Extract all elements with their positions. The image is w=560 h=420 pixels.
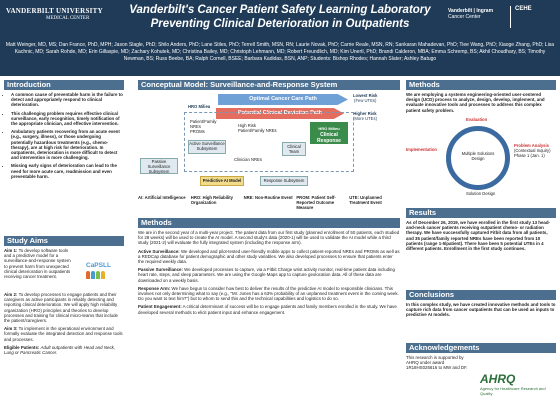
hro-region [184,112,354,172]
high-risk-label: High Risk Patient/Family NREs [238,123,277,133]
conclusions-body: In this complex study, we have created i… [406,302,556,318]
legend-item: UTE: Unplanned Treatment Event [349,195,382,205]
methods-right-body: We are employing a systems engineering-o… [406,92,545,113]
predictive-ai-box: Predictive AI Model [200,176,244,186]
ack-heading: Acknowledgements [406,343,556,353]
legend-item: NRE: Non-Routine Event [243,195,293,200]
response-subsystem-box: Response Subsystem [260,176,308,186]
results-heading: Results [406,208,556,218]
ack-body: This research is supported by AHRQ under… [406,355,468,371]
deviation-path-arrow: Potential Clinical Deviation Path [216,108,344,119]
cycle-solution: Solution Design [466,191,496,196]
active-surveillance-box: Active Surveillance Subsystem [188,140,226,154]
legend-item: AI: Artificial Intelligence [138,195,186,200]
logo-figure [91,271,95,279]
cehe-logo: CEHE [510,6,554,28]
poster-subtitle: Preventing Clinical Deterioration in Out… [150,18,410,30]
ucd-cycle-diagram: Implementation Evaluation Problem Analys… [406,117,556,198]
methods-right-heading: Methods [406,80,556,90]
aims-body: Aim 1: To develop software tools and a p… [4,248,71,280]
aims-body-2: Aim 2: To develop processes to engage pa… [4,292,123,356]
ahrq-logo: AHRQ Agency for Healthcare Research and … [480,372,546,396]
cycle-ring [446,126,510,190]
model-heading: Conceptual Model: Surveillance-and-Respo… [138,80,400,90]
vanderbilt-logo: VANDERBILT UNIVERSITY MEDICAL CENTER [6,7,104,21]
patient-family-label: Patient/Family NREs PROMs [190,119,217,134]
clinician-nres-label: Clinician NREs [234,157,262,162]
conclusions-heading: Conclusions [406,290,556,300]
poster-header [0,0,560,40]
aims-heading: Study Aims [4,236,124,246]
cycle-implementation: Implementation [406,147,437,152]
model-legend: AI: Artificial Intelligence HRO: High Re… [138,195,400,216]
lowest-risk-label: Lowest Risk (Few UTEs) [353,93,378,103]
optimal-path-arrow: Optimal Cancer Care Path [218,94,348,105]
poster-title: Vanderbilt's Cancer Patient Safety Learn… [129,4,431,16]
passive-surveillance-box: Passive Surveillance Subsystem [140,158,178,174]
clinical-team-box: Clinical Team [282,142,306,156]
intro-bullet: A common cause of preventable harm is th… [11,92,124,108]
conceptual-model-diagram: Optimal Cancer Care Path Lowest Risk (Fe… [138,92,400,194]
hro-milieu-label: HRO Milieu [188,104,211,109]
ingram-logo: Vanderbilt | Ingram Cancer Center [448,8,494,20]
author-list: Matt Weinger, MD, MS; Dan France, PhD, M… [0,40,560,76]
logo-figure [101,271,105,279]
intro-bullet: Missing early signs of deterioration can… [11,163,124,179]
intro-bullet: Ambulatory patients recovering from an a… [11,129,124,160]
intro-heading: Introduction [4,80,124,90]
methods-body: We are in the second year of a multi-yea… [138,230,400,315]
higher-risk-label: Higher Risk (More UTEs) [353,111,377,121]
cycle-evaluation: Evaluation [466,117,488,122]
legend-item: PROM: Patient Self-Reported Outcome Meas… [296,195,336,210]
results-body: As of December 26, 2019, we have enrolle… [406,220,550,252]
methods-heading: Methods [138,218,400,228]
intro-bullet: This challenging problem requires effect… [11,111,124,127]
clinical-response-box: HRO Milieu Clinical Response [310,122,348,144]
logo-figure [86,271,90,279]
cycle-multiple: Multiple Solutions Design [461,151,495,161]
intro-body: A common cause of preventable harm is th… [4,92,124,182]
legend-item: HRO: High Reliability Organization [190,195,233,205]
capsll-logo: CaPSLL [86,262,122,280]
logo-figure [96,271,100,279]
cycle-problem: Problem Analysis (Contextual Inquiry) Ph… [514,143,551,158]
